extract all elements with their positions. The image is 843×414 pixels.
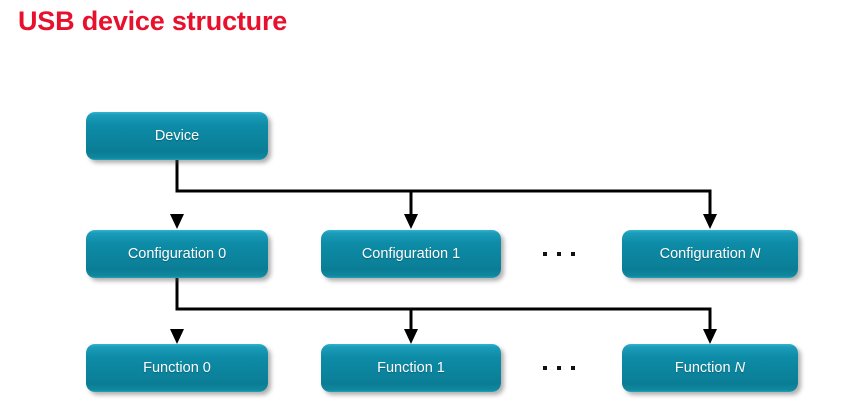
bus-configuration-to-functions bbox=[175, 278, 712, 331]
node-configuration-0[interactable]: Configuration 0 bbox=[86, 230, 268, 278]
node-function-1[interactable]: Function 1 bbox=[321, 344, 501, 392]
ellipsis-dot bbox=[571, 366, 575, 370]
node-configuration-0-label: Configuration 0 bbox=[127, 245, 227, 262]
node-device-label: Device bbox=[154, 127, 200, 144]
node-function-n-label: Function N bbox=[674, 359, 746, 376]
node-configuration-1-label: Configuration 1 bbox=[361, 245, 461, 262]
node-function-0-label: Function 0 bbox=[143, 359, 211, 376]
node-device[interactable]: Device bbox=[86, 112, 268, 160]
node-configuration-n[interactable]: Configuration N bbox=[622, 230, 798, 278]
arrowhead-function-1 bbox=[404, 329, 418, 344]
arrowhead-configuration-1 bbox=[404, 214, 418, 229]
node-function-1-label: Function 1 bbox=[377, 359, 445, 376]
ellipsis-dot bbox=[557, 252, 561, 256]
bus-device-to-configurations bbox=[175, 160, 712, 216]
arrowhead-configuration-0 bbox=[170, 214, 184, 229]
node-configuration-n-label: Configuration N bbox=[659, 245, 761, 262]
ellipsis-dot bbox=[543, 366, 547, 370]
ellipsis-configuration-row bbox=[543, 252, 575, 256]
node-function-n[interactable]: Function N bbox=[622, 344, 798, 392]
ellipsis-dot bbox=[557, 366, 561, 370]
page-title: USB device structure bbox=[18, 6, 288, 36]
arrowhead-configuration-n bbox=[703, 214, 717, 229]
node-function-0[interactable]: Function 0 bbox=[86, 344, 268, 392]
ellipsis-dot bbox=[571, 252, 575, 256]
node-configuration-1[interactable]: Configuration 1 bbox=[321, 230, 501, 278]
arrowhead-function-n bbox=[703, 329, 717, 344]
ellipsis-function-row bbox=[543, 366, 575, 370]
arrowhead-function-0 bbox=[170, 329, 184, 344]
ellipsis-dot bbox=[543, 252, 547, 256]
